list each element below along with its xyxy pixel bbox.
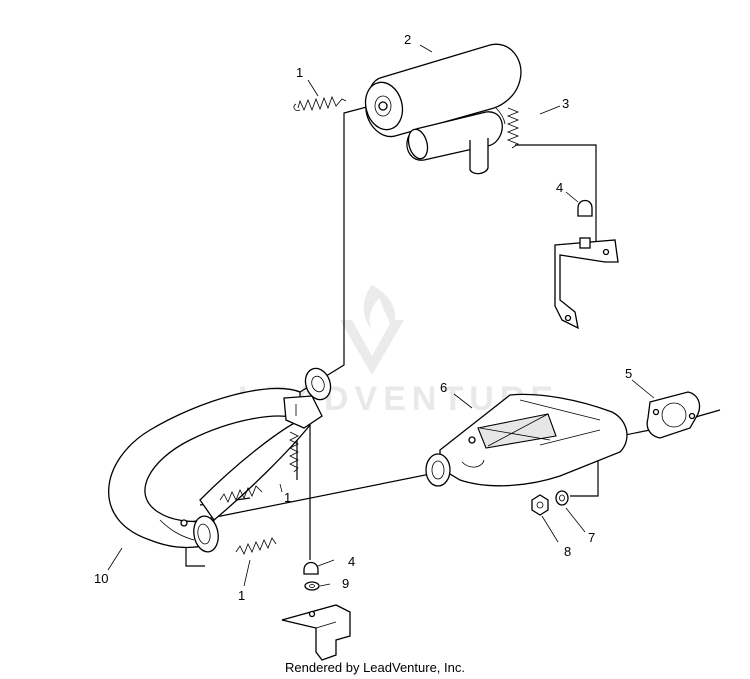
callout-4-top: 4 <box>556 180 563 195</box>
callout-7: 7 <box>588 530 595 545</box>
y-pipe <box>108 367 332 553</box>
callout-4-lower: 4 <box>348 554 355 569</box>
callout-6: 6 <box>440 380 447 395</box>
spring-ypipe-middle <box>219 485 263 503</box>
leader-lines <box>185 102 721 567</box>
credit-text: Rendered by LeadVenture, Inc. <box>285 660 465 675</box>
bolt-grommet-top <box>577 199 593 249</box>
spring-ypipe-vertical <box>289 431 299 473</box>
upper-bracket <box>554 239 619 330</box>
grommet-lower <box>303 561 320 591</box>
gasket <box>646 391 701 439</box>
callout-1-middle: 1 <box>284 490 291 505</box>
callout-9: 9 <box>342 576 349 591</box>
callout-2: 2 <box>404 32 411 47</box>
callout-5: 5 <box>625 366 632 381</box>
spring-top <box>293 95 347 112</box>
callout-3: 3 <box>562 96 569 111</box>
lower-bracket <box>281 604 351 661</box>
callout-1-lower: 1 <box>238 588 245 603</box>
spring-right <box>506 107 520 149</box>
callout-8: 8 <box>564 544 571 559</box>
callout-1-top: 1 <box>296 65 303 80</box>
muffler <box>364 43 522 175</box>
callout-10: 10 <box>94 571 108 586</box>
callouts: 1 2 3 4 5 6 7 8 9 10 1 1 4 <box>94 32 655 603</box>
spring-ypipe-lower <box>235 537 277 555</box>
nut-washer <box>531 490 569 516</box>
exhaust-manifold <box>425 393 628 487</box>
